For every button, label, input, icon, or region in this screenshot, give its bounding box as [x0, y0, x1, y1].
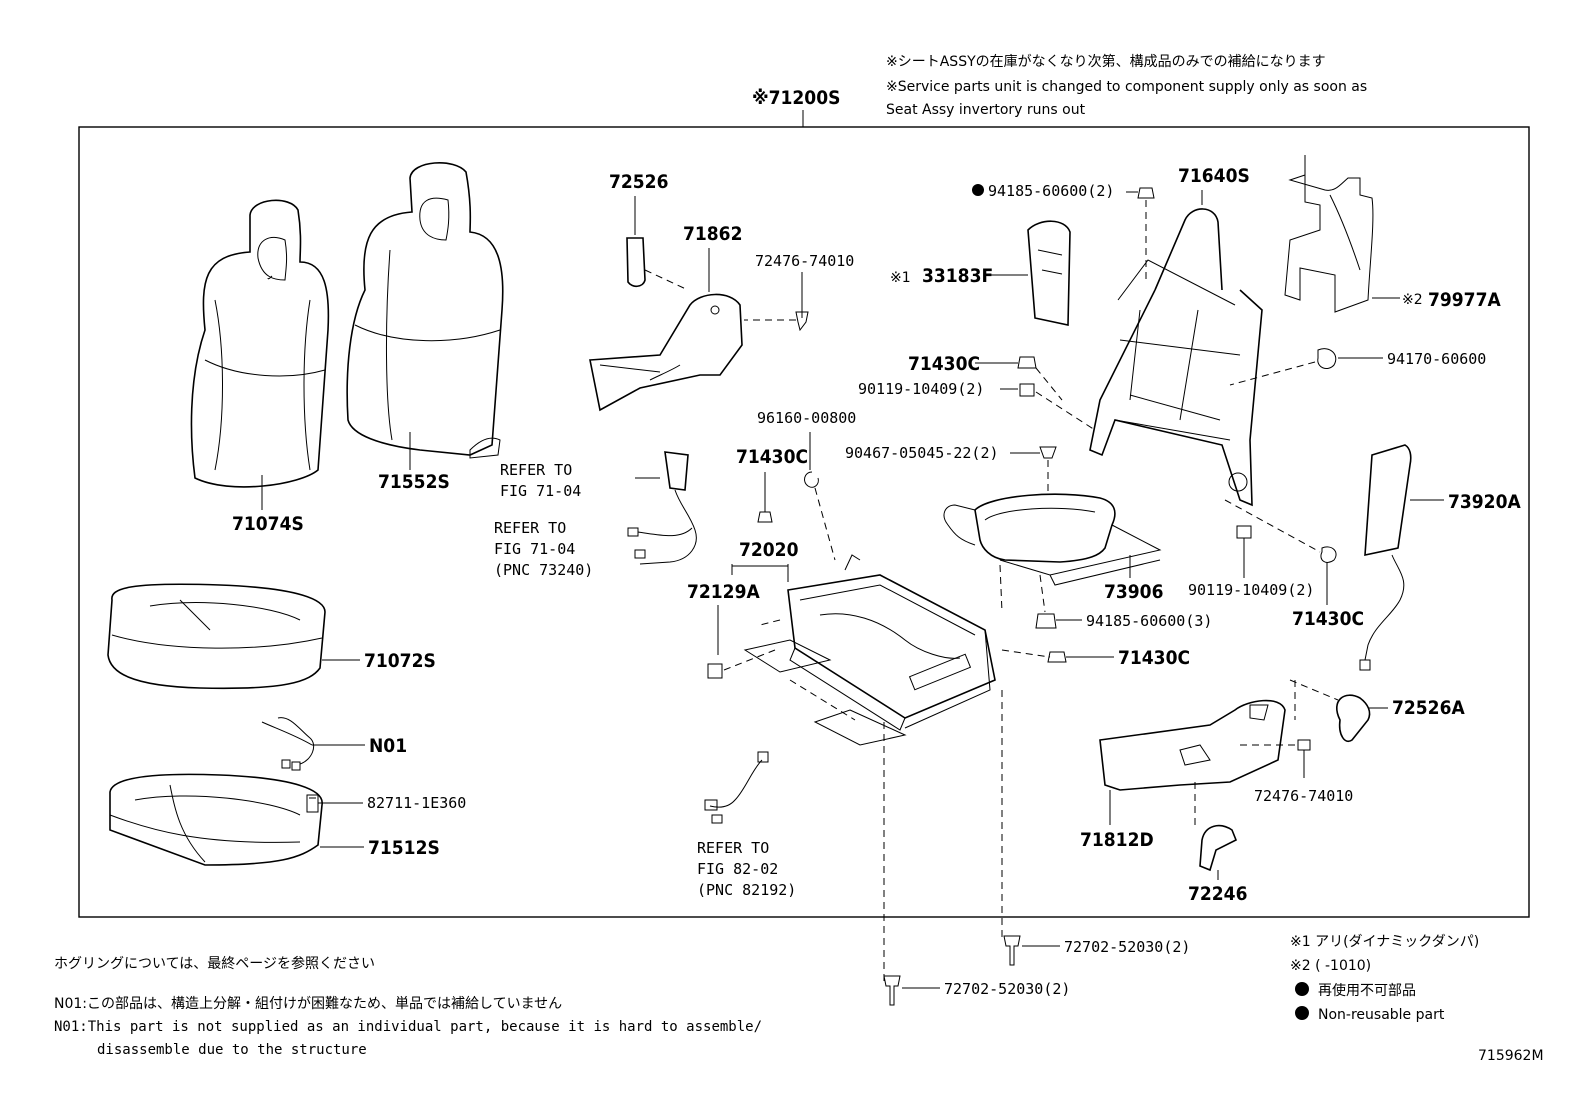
seat-cushion-cover-71072S	[107, 583, 326, 690]
nut-94170	[1317, 348, 1337, 369]
label-72246[interactable]: 72246	[1188, 883, 1247, 905]
ref1-line1[interactable]: REFER TO	[500, 461, 572, 479]
label-71074S[interactable]: 71074S	[232, 513, 304, 535]
label-72476-b[interactable]: 72476-74010	[1254, 787, 1353, 805]
screw-72476-b	[1297, 739, 1311, 751]
label-71640S[interactable]: 71640S	[1178, 165, 1250, 187]
screw-72476-a	[795, 311, 809, 332]
clip-71430C-4	[1047, 651, 1067, 663]
seat-back-pad-71552S	[346, 162, 504, 459]
side-airbag-73920A	[1359, 444, 1412, 671]
clip-82711	[306, 794, 319, 813]
back-board-79977A	[1284, 155, 1374, 313]
label-N01[interactable]: N01	[369, 735, 407, 757]
ref2-line1[interactable]: REFER TO	[494, 519, 566, 537]
label-71512S[interactable]: 71512S	[368, 837, 440, 859]
label-73920A[interactable]: 73920A	[1448, 491, 1521, 513]
cap-72129A	[707, 663, 723, 679]
label-94185-a[interactable]: 94185-60600(2)	[988, 182, 1114, 200]
label-90119-b[interactable]: 90119-10409(2)	[1188, 581, 1314, 599]
note-n01-jp: N01:この部品は、構造上分解・組付けが困難なため、単品では補給していません	[54, 996, 562, 1012]
figure-id: 715962M	[1478, 1048, 1544, 1064]
label-71430C-1[interactable]: 71430C	[908, 353, 980, 375]
ref2-line2[interactable]: FIG 71-04	[494, 540, 575, 558]
non-reusable-dot-1	[1295, 982, 1309, 996]
seat-back-cover-71074S	[190, 199, 330, 488]
label-71200S[interactable]: ※71200S	[752, 87, 840, 109]
ref3-line3[interactable]: (PNC 82192)	[697, 881, 796, 899]
legend-3: 再使用不可部品	[1318, 982, 1416, 999]
label-73906[interactable]: 73906	[1104, 581, 1163, 603]
note-n01-en-1: N01:This part is not supplied as an indi…	[54, 1019, 762, 1035]
clip-96160	[804, 471, 819, 488]
label-71862[interactable]: 71862	[683, 223, 742, 245]
bolt-90119-b	[1236, 525, 1252, 539]
harness-N01	[261, 717, 315, 771]
harness-82192	[704, 751, 769, 824]
buckle-harness	[627, 451, 697, 565]
cushion-frame-73906	[943, 493, 1162, 586]
legend-4: Non-reusable part	[1318, 1007, 1445, 1023]
label-72526[interactable]: 72526	[609, 171, 668, 193]
ref2-line3[interactable]: (PNC 73240)	[494, 561, 593, 579]
seat-back-frame-71640S	[1089, 208, 1263, 507]
label-33183F[interactable]: 33183F	[922, 265, 993, 287]
nut-94185-a	[1137, 187, 1155, 199]
bolt-72702-a	[1003, 935, 1021, 966]
clip-71430C-1	[1017, 356, 1037, 369]
label-71430C-3[interactable]: 71430C	[1292, 608, 1364, 630]
ref1-line2[interactable]: FIG 71-04	[500, 482, 581, 500]
label-72702-a[interactable]: 72702-52030(2)	[1064, 938, 1190, 956]
label-94185-b[interactable]: 94185-60600(3)	[1086, 612, 1212, 630]
bolt-72702-b	[883, 975, 901, 1006]
seat-cushion-pad-71512S	[109, 773, 323, 866]
clip-71430C-3	[1320, 546, 1337, 563]
hinge-cover-71862	[589, 293, 743, 412]
note-en-supply-2: Seat Assy invertory runs out	[886, 102, 1086, 118]
label-71812D[interactable]: 71812D	[1080, 829, 1154, 851]
knob-72526A	[1336, 694, 1371, 742]
label-mark2[interactable]: ※2	[1402, 292, 1423, 308]
label-96160[interactable]: 96160-00800	[757, 409, 856, 427]
label-79977A[interactable]: 79977A	[1428, 289, 1501, 311]
label-72702-b[interactable]: 72702-52030(2)	[944, 980, 1070, 998]
note-en-supply-1: ※Service parts unit is changed to compon…	[886, 79, 1367, 95]
note-n01-en-2: disassemble due to the structure	[97, 1042, 367, 1058]
legend-1: ※1 アリ(ダイナミックダンパ)	[1290, 934, 1479, 950]
bolt-90119-a	[1019, 383, 1035, 397]
label-72129A[interactable]: 72129A	[687, 581, 760, 603]
non-reusable-mark-94185	[972, 184, 984, 196]
damper-33183F	[1027, 220, 1071, 326]
label-72476-a[interactable]: 72476-74010	[755, 252, 854, 270]
label-90119-a[interactable]: 90119-10409(2)	[858, 380, 984, 398]
cover-72246	[1199, 824, 1238, 872]
nut-94185-b	[1035, 613, 1057, 629]
label-72526A[interactable]: 72526A	[1392, 697, 1465, 719]
side-shield-71812D	[1099, 699, 1286, 791]
note-hog-ring: ホグリングについては、最終ページを参照ください	[54, 955, 375, 972]
label-90467[interactable]: 90467-05045-22(2)	[845, 444, 999, 462]
clip-71430C-2	[757, 511, 773, 523]
ref3-line1[interactable]: REFER TO	[697, 839, 769, 857]
non-reusable-dot-2	[1295, 1006, 1309, 1020]
note-jp-supply: ※シートASSYの在庫がなくなり次第、構成品のみでの補給になります	[886, 53, 1326, 70]
label-mark1[interactable]: ※1	[890, 270, 911, 286]
knob-72526	[626, 237, 646, 288]
label-94170[interactable]: 94170-60600	[1387, 350, 1486, 368]
assembly-frame	[78, 126, 1530, 918]
label-82711[interactable]: 82711-1E360	[367, 794, 466, 812]
ref3-line2[interactable]: FIG 82-02	[697, 860, 778, 878]
legend-2: ※2 ( -1010)	[1290, 958, 1371, 974]
label-71430C-2[interactable]: 71430C	[736, 446, 808, 468]
seat-frame-72020	[743, 554, 996, 746]
clip-90467	[1039, 446, 1057, 459]
label-72020[interactable]: 72020	[739, 539, 799, 561]
label-71072S[interactable]: 71072S	[364, 650, 436, 672]
label-71552S[interactable]: 71552S	[378, 471, 450, 493]
label-71430C-4[interactable]: 71430C	[1118, 647, 1190, 669]
